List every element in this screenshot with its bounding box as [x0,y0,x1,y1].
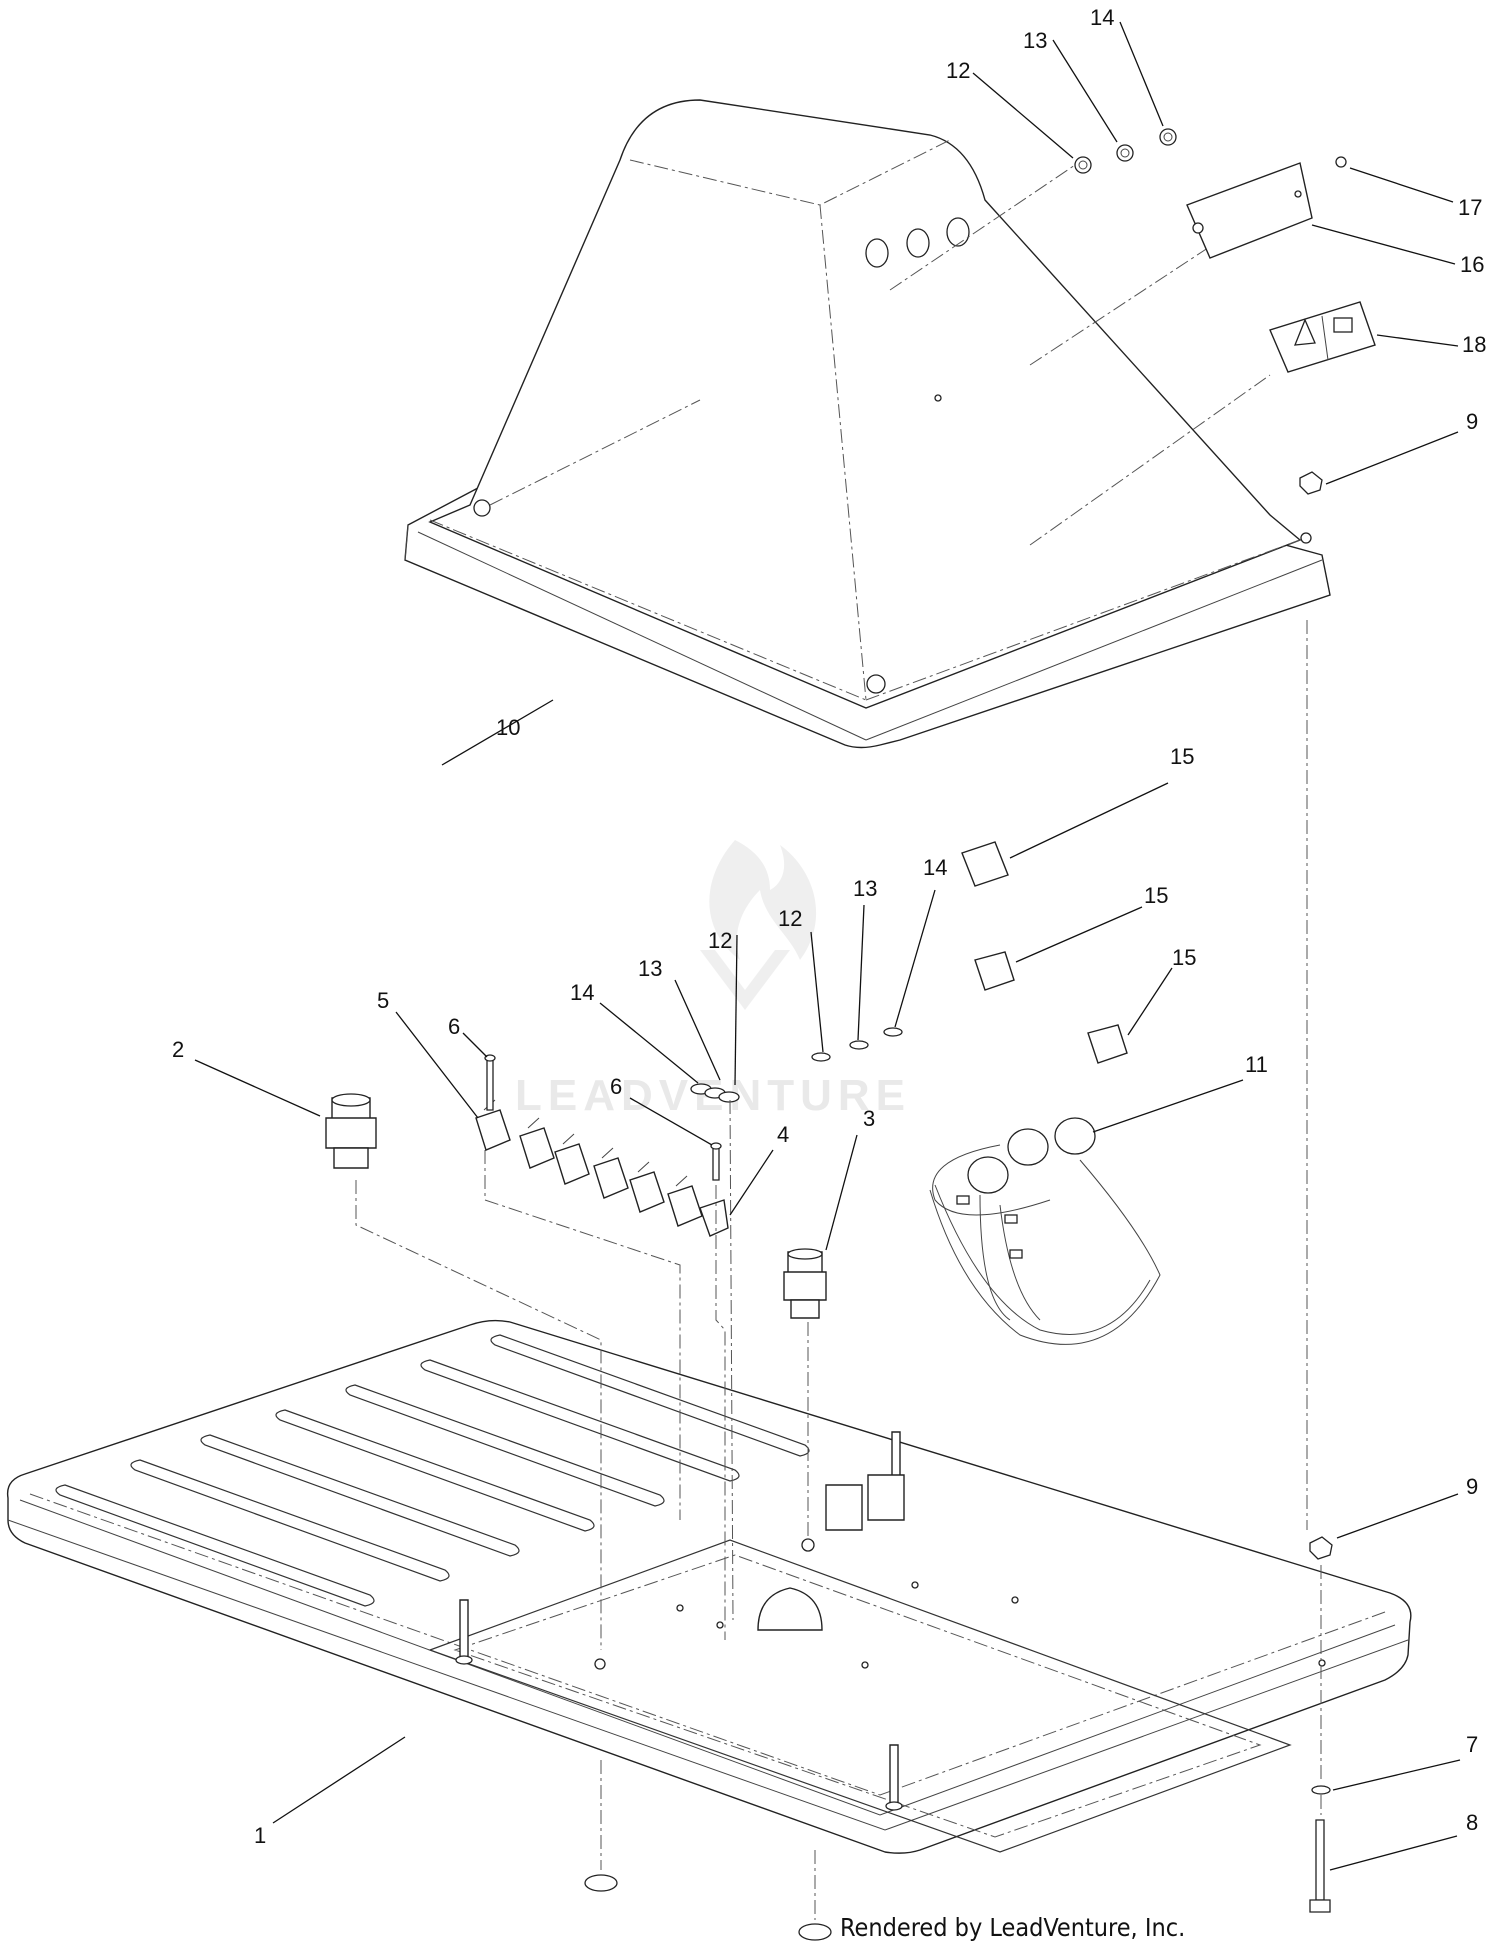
cover-assembly [404,99,1331,749]
switch-harness [929,1117,1161,1345]
cover-plate [1186,156,1347,259]
callout-13-left: 13 [638,956,662,981]
callout-14-left: 14 [570,980,594,1005]
callout-labels: 14 13 12 17 16 18 9 10 15 15 15 14 13 12… [172,5,1486,1848]
cord-grip-2 [325,1093,377,1169]
installation-lines [355,620,1322,1920]
base-assembly [6,1319,1412,1854]
callout-13-top: 13 [1023,28,1047,53]
callout-17: 17 [1458,195,1482,220]
callout-14-mid: 14 [923,855,947,880]
callout-7: 7 [1466,1732,1478,1757]
callout-12-top: 12 [946,58,970,83]
callout-10: 10 [496,715,520,740]
nut-upper [1299,471,1323,495]
terminal-block [475,1099,729,1237]
callout-18: 18 [1462,332,1486,357]
callout-16: 16 [1460,252,1484,277]
callout-1: 1 [254,1823,266,1848]
leader-lines [194,21,1461,1871]
callout-12-left: 12 [708,928,732,953]
warning-decal [1269,301,1376,373]
callout-13-mid: 13 [853,876,877,901]
callout-15-b: 15 [1144,883,1168,908]
callout-12-mid: 12 [778,906,802,931]
callout-5: 5 [377,988,389,1013]
screws-6 [484,1054,722,1181]
switch-nuts-lower [690,1027,903,1103]
render-credit: Rendered by LeadVenture, Inc. [840,1913,1185,1942]
callout-15-a: 15 [1170,744,1194,769]
callout-11: 11 [1245,1052,1268,1077]
callout-9-upper: 9 [1466,409,1478,434]
callout-4: 4 [777,1122,789,1147]
callout-3: 3 [863,1106,875,1131]
lower-hardware [584,1536,1333,1941]
callout-15-c: 15 [1172,945,1196,970]
callout-14-top: 14 [1090,5,1114,30]
cable-clips [961,841,1128,1064]
callout-8: 8 [1466,1810,1478,1835]
callout-9-lower: 9 [1466,1474,1478,1499]
callout-6-left: 6 [448,1014,460,1039]
callout-2: 2 [172,1037,184,1062]
watermark: LEADVENTURE [515,840,905,1120]
callout-6-right: 6 [610,1074,622,1099]
cord-grip-3 [783,1248,827,1319]
switch-nuts-upper [1074,128,1177,174]
